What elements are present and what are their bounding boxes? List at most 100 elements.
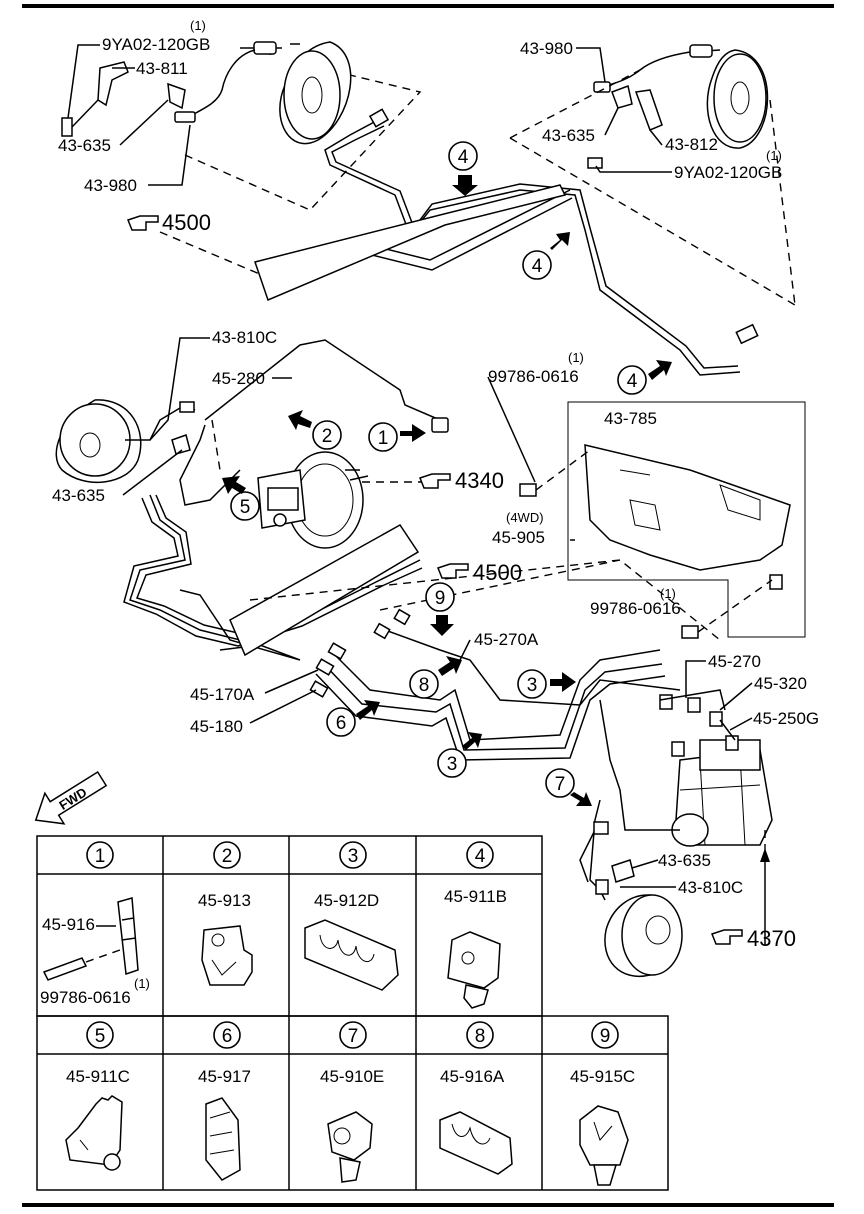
marker-4a: 4 (448, 141, 478, 196)
marker-5: 5 (222, 476, 260, 521)
pointing-hand-icon (437, 563, 469, 579)
svg-text:45-910E: 45-910E (320, 1067, 384, 1086)
label-45-180: 45-180 (190, 717, 243, 736)
clip-45-911c-drawing (65, 1095, 123, 1166)
svg-text:45-917: 45-917 (198, 1067, 251, 1086)
label-43-785: 43-785 (604, 409, 657, 428)
svg-text:3: 3 (447, 754, 458, 775)
svg-text:45-916A: 45-916A (440, 1067, 505, 1086)
svg-text:4: 4 (627, 371, 638, 392)
svg-text:7: 7 (555, 774, 566, 795)
clip-cell-7: 7 45-910E (320, 1021, 384, 1183)
marker-4b: 4 (522, 232, 570, 280)
ref-4500-top: 4500 (127, 210, 211, 235)
shield-inset (519, 401, 806, 639)
leader-lines (67, 44, 753, 888)
label-9ya02-qty-tr: (1) (766, 148, 782, 163)
svg-text:45-913: 45-913 (198, 891, 251, 910)
rear-left-disc (283, 50, 341, 140)
svg-text:(1): (1) (134, 976, 150, 991)
marker-3b: 3 (437, 732, 482, 778)
label-4wd: (4WD) (506, 510, 544, 525)
svg-text:4: 4 (458, 147, 469, 168)
rear-right-disc (713, 53, 767, 143)
pointing-hand-icon (419, 473, 451, 489)
marker-3a: 3 (517, 669, 576, 699)
label-43-635-l: 43-635 (52, 486, 105, 505)
svg-text:45-911B: 45-911B (444, 887, 507, 906)
svg-text:2: 2 (222, 846, 233, 867)
label-43-980-tl: 43-980 (84, 176, 137, 195)
front-right-brake-group (579, 799, 683, 978)
pointing-hand-icon (127, 215, 159, 231)
label-43-635-tr: 43-635 (542, 126, 595, 145)
svg-text:8: 8 (419, 675, 430, 696)
svg-text:45-912D: 45-912D (314, 891, 379, 910)
marker-6: 6 (326, 700, 380, 737)
marker-7: 7 (545, 768, 592, 806)
clip-cell-6: 6 45-917 (198, 1021, 251, 1181)
rear-left-brake-group (61, 41, 422, 211)
rear-brake-pipes (159, 108, 759, 376)
svg-text:45-915C: 45-915C (570, 1067, 635, 1086)
svg-text:99786-0616: 99786-0616 (40, 988, 131, 1007)
clip-45-913-drawing (201, 925, 253, 986)
clip-45-912d-drawing (304, 919, 399, 991)
label-43-635-r: 43-635 (658, 851, 711, 870)
clip-cell-8: 8 45-916A (439, 1021, 513, 1175)
svg-text:45-916: 45-916 (42, 915, 95, 934)
svg-text:9: 9 (600, 1026, 611, 1047)
master-cylinder-assembly (257, 451, 428, 549)
marker-1: 1 (368, 422, 426, 452)
label-45-250g: 45-250G (753, 709, 819, 728)
label-9ya02-tr: 9YA02-120GB (674, 163, 782, 182)
svg-text:8: 8 (475, 1026, 486, 1047)
marker-9: 9 (425, 582, 455, 636)
rear-crossmember (254, 184, 567, 302)
svg-text:4340: 4340 (455, 468, 504, 493)
label-99786-qty-mid: (1) (660, 586, 676, 601)
clip-cell-5: 5 45-911C (65, 1021, 130, 1171)
svg-text:1: 1 (95, 846, 106, 867)
clip-cell-1: 1 45-916 99786-0616 (1) (40, 841, 150, 1007)
ref-4370: 4370 (711, 848, 796, 951)
svg-text:6: 6 (336, 713, 347, 734)
svg-text:3: 3 (348, 846, 359, 867)
clip-45-917-drawing (205, 1097, 241, 1181)
front-brake-pipes (123, 494, 721, 761)
marker-2: 2 (288, 410, 342, 450)
label-43-810c-r: 43-810C (678, 878, 743, 897)
svg-text:1: 1 (378, 428, 389, 449)
clip-table: 1 45-916 99786-0616 (1) 2 45-913 3 45-91… (36, 835, 669, 1191)
label-45-270: 45-270 (708, 652, 761, 671)
clip-cell-2: 2 45-913 (198, 841, 253, 986)
forward-arrow-icon: FWD (34, 770, 108, 825)
arrow-markers: 4 4 4 1 2 5 9 (222, 141, 672, 806)
svg-text:2: 2 (322, 426, 333, 447)
pointing-hand-icon (711, 929, 743, 945)
label-99786-qty-top: (1) (568, 350, 584, 365)
clip-cell-9: 9 45-915C (570, 1021, 635, 1186)
pipe-shield-45-905 (584, 444, 791, 571)
label-43-635-tl: 43-635 (58, 136, 111, 155)
label-99786-top: 99786-0616 (488, 367, 579, 386)
svg-text:4500: 4500 (162, 210, 211, 235)
svg-text:6: 6 (222, 1026, 233, 1047)
callout-labels: (1) 9YA02-120GB 43-811 43-635 43-980 43-… (52, 18, 819, 951)
front-crossmember (229, 524, 420, 657)
front-left-brake-group (55, 339, 449, 506)
label-43-811: 43-811 (136, 59, 188, 78)
svg-text:45-911C: 45-911C (66, 1067, 130, 1086)
label-45-320: 45-320 (754, 674, 807, 693)
ref-4500-mid: 4500 (437, 560, 522, 585)
svg-text:4500: 4500 (473, 560, 522, 585)
clip-45-916a-drawing (439, 1111, 513, 1175)
bracket-43-812 (634, 89, 663, 131)
label-43-812: 43-812 (665, 135, 718, 154)
bottom-border (22, 1203, 834, 1207)
clip-cell-3: 3 45-912D (304, 841, 399, 991)
svg-text:7: 7 (348, 1026, 359, 1047)
svg-text:5: 5 (240, 497, 251, 518)
svg-text:9: 9 (435, 588, 446, 609)
